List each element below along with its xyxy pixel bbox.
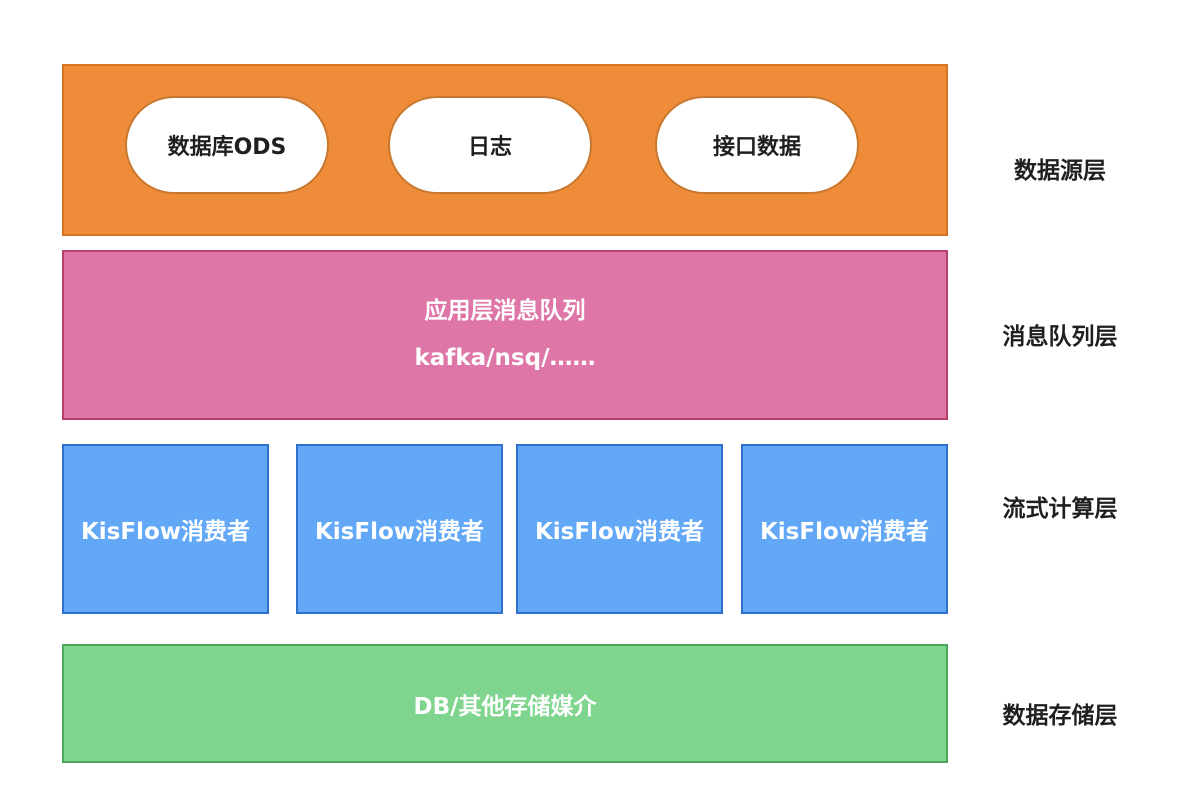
consumer-box-2: KisFlow消费者 [296, 444, 503, 614]
data-source-layer: 数据库ODS 日志 接口数据 [62, 64, 948, 236]
consumer-label: KisFlow消费者 [759, 519, 930, 545]
queue-subtitle: kafka/nsq/…… [414, 345, 596, 371]
storage-title: DB/其他存储媒介 [413, 693, 597, 720]
consumer-box-1: KisFlow消费者 [62, 444, 269, 614]
consumer-label: KisFlow消费者 [314, 519, 485, 545]
message-queue-layer: 应用层消息队列 kafka/nsq/…… [62, 250, 948, 420]
consumer-label: KisFlow消费者 [80, 519, 251, 545]
consumer-box-4: KisFlow消费者 [741, 444, 948, 614]
layer-label-message-queue: 消息队列层 [1002, 324, 1118, 350]
consumer-box-3: KisFlow消费者 [516, 444, 723, 614]
layer-label-stream-compute: 流式计算层 [1002, 496, 1118, 522]
data-storage-layer: DB/其他存储媒介 [62, 644, 948, 763]
source-node-database-ods: 数据库ODS [125, 96, 329, 194]
queue-title: 应用层消息队列 [424, 298, 586, 324]
layer-label-data-storage: 数据存储层 [1002, 703, 1118, 729]
layer-label-data-source: 数据源层 [1014, 158, 1106, 184]
source-node-api-data: 接口数据 [655, 96, 859, 194]
consumer-label: KisFlow消费者 [534, 519, 705, 545]
source-node-logs: 日志 [388, 96, 592, 194]
